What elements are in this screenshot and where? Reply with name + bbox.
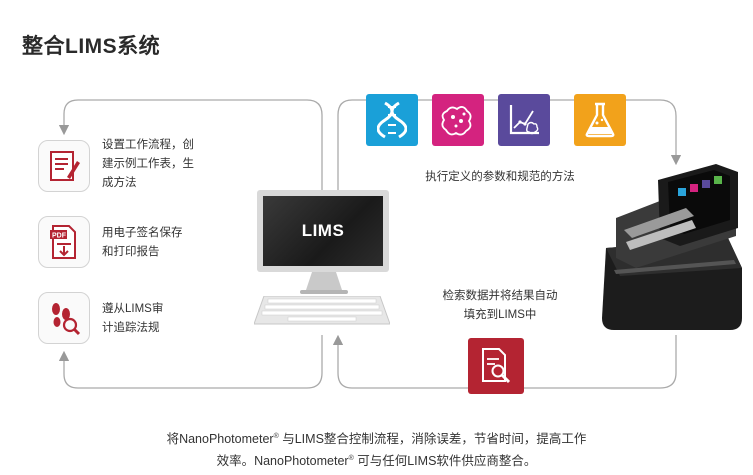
cells-icon [432,94,484,146]
svg-text:PDF: PDF [52,233,67,240]
left-item-workflow: 设置工作流程，创 建示例工作表，生 成方法 [102,139,194,189]
footer-line-1: 将NanoPhotometer® 与LIMS整合控制流程，消除误差，节省时间，提… [166,432,587,447]
left-item-signature: 用电子签名保存 和打印报告 [102,227,183,258]
chart-icon [498,94,550,146]
page-title: 整合LIMS系统 [22,35,161,58]
top-caption: 执行定义的参数和规范的方法 [425,171,575,183]
left-item-audit: 遵从LIMS审 计追踪法规 [102,303,164,334]
monitor-screen: LIMS [263,196,383,266]
lims-monitor: LIMS [257,190,389,272]
lims-label: LIMS [301,221,345,240]
pdf-report-icon: PDF [38,216,90,268]
flow-line-bottom-left [58,335,323,389]
flask-icon [574,94,626,146]
monitor-stand [300,272,348,294]
footprint-search-icon [38,292,90,344]
dna-icon [366,94,418,146]
keyboard-icon [254,296,390,325]
right-caption: 检索数据并将结果自动 填充到LIMS中 [442,290,558,321]
footer-line-2: 效率。NanoPhotometer® 可与任何LIMS软件供应商整合。 [216,454,537,469]
flow-line-top-left [58,99,323,190]
workflow-document-icon [38,140,90,192]
report-search-icon [468,338,524,394]
nanophotometer-instrument [602,164,742,330]
